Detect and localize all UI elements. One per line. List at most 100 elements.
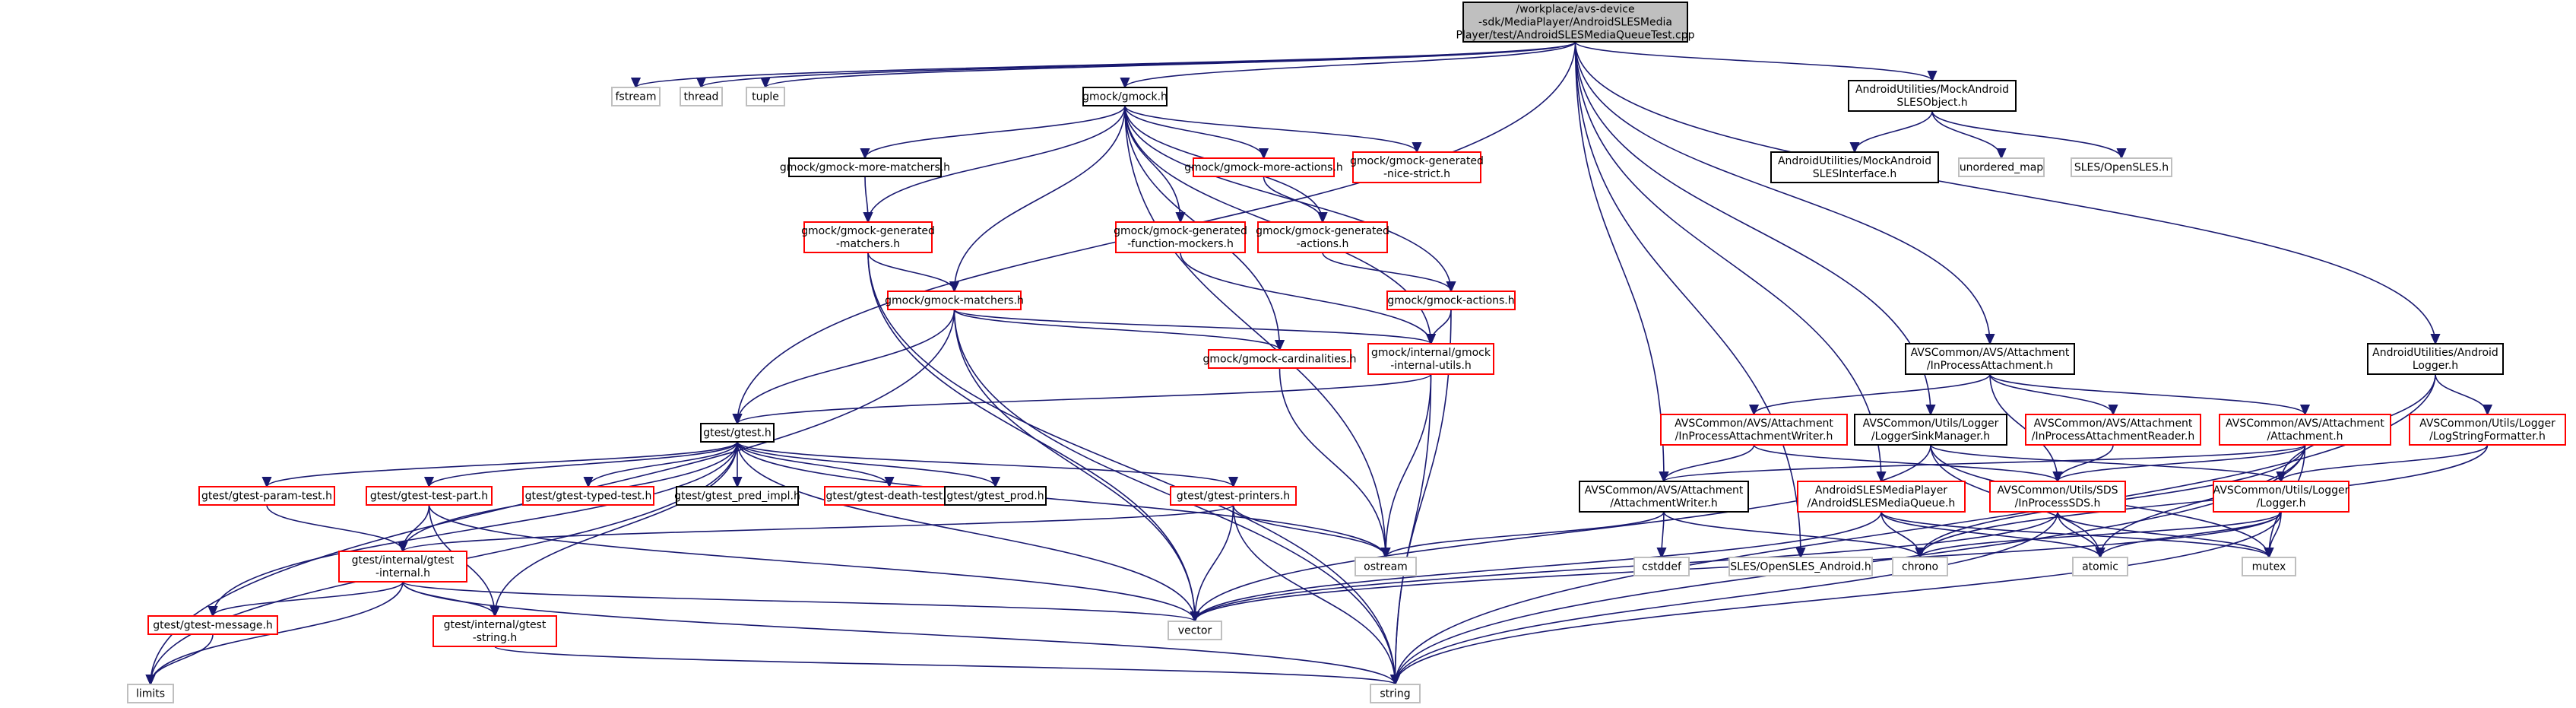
- edge-inprocess_attachment-to-inprocess_writer: [1754, 373, 1991, 414]
- node-label-line: /Attachment.h: [2267, 430, 2343, 443]
- node-label-line: gtest/gtest.h: [703, 427, 772, 439]
- edge-log_string_formatter-to-logger_h: [2281, 444, 2489, 481]
- node-box: [1386, 291, 1516, 310]
- edge-gmock_cardinalities-to-ostream: [1278, 367, 1386, 557]
- node-chrono: chrono: [1892, 557, 1948, 576]
- node-gtest-death-test[interactable]: gtest/gtest-death-test.h: [824, 486, 955, 506]
- edge-gmock_internal_utils-to-ostream: [1386, 373, 1432, 557]
- header-nodes: /workplace/avs-device-sdk/MediaPlayer/An…: [127, 2, 2566, 703]
- node-gtest-pred-impl[interactable]: gtest/gtest_pred_impl.h: [674, 486, 800, 506]
- node-gtest-test-part[interactable]: gtest/gtest-test-part.h: [366, 486, 493, 506]
- node-gmock-matchers[interactable]: gmock/gmock-matchers.h: [885, 291, 1024, 310]
- node-label-line: string: [1380, 687, 1410, 700]
- node-inprocess-reader[interactable]: AVSCommon/AVS/Attachment/InProcessAttach…: [2025, 414, 2201, 446]
- node-gtest-printers[interactable]: gtest/gtest-printers.h: [1170, 486, 1297, 506]
- node-label-line: Logger.h: [2413, 360, 2458, 372]
- node-inprocess-attachment[interactable]: AVSCommon/AVS/Attachment/InProcessAttach…: [1905, 343, 2075, 375]
- node-box: [788, 157, 942, 177]
- edge-gmock_h-to-gmock_more_actions: [1124, 105, 1264, 158]
- edge-gmock_gen_matchers-to-gmock_matchers: [867, 252, 955, 291]
- node-gmock-actions[interactable]: gmock/gmock-actions.h: [1386, 291, 1516, 310]
- node-log-string-formatter[interactable]: AVSCommon/Utils/Logger/LogStringFormatte…: [2409, 414, 2566, 446]
- node-gmock-cardinalities[interactable]: gmock/gmock-cardinalities.h: [1203, 349, 1357, 369]
- edge-attachment_writer-to-ostream: [1386, 511, 1665, 557]
- edge-gmock_matchers-to-gmock_cardinalities: [953, 309, 1280, 350]
- node-gmock-internal-utils[interactable]: gmock/internal/gmock-internal-utils.h: [1367, 343, 1494, 375]
- node-gtest-message[interactable]: gtest/gtest-message.h: [147, 615, 278, 635]
- node-gmock-h[interactable]: gmock/gmock.h: [1082, 87, 1168, 106]
- node-box: [611, 87, 661, 106]
- node-attachment-h[interactable]: AVSCommon/AVS/Attachment/Attachment.h: [2219, 414, 2391, 446]
- node-ostream: ostream: [1355, 557, 1417, 576]
- node-box: [1193, 157, 1335, 177]
- node-box: [746, 87, 785, 106]
- edge-gtest_internal-to-gtest_message: [213, 581, 404, 616]
- node-mutex: mutex: [2242, 557, 2296, 576]
- node-string: string: [1370, 684, 1421, 703]
- node-box: [2242, 557, 2296, 576]
- node-label-line: AndroidUtilities/MockAndroid: [1778, 155, 1931, 167]
- node-box: [1170, 486, 1297, 506]
- node-gmock-more-matchers[interactable]: gmock/gmock-more-matchers.h: [780, 157, 950, 177]
- edge-inprocess_sds-to-mutex: [2057, 511, 2269, 557]
- node-logger-sink-manager[interactable]: AVSCommon/Utils/Logger/LoggerSinkManager…: [1854, 414, 2007, 446]
- node-box: [338, 551, 467, 583]
- node-gmock-gen-matchers[interactable]: gmock/gmock-generated-matchers.h: [801, 221, 935, 253]
- node-box: [2409, 414, 2566, 446]
- node-label-line: -actions.h: [1297, 238, 1349, 250]
- node-gtest-prod[interactable]: gtest/gtest_prod.h: [944, 486, 1047, 506]
- node-label-line: gmock/gmock-more-matchers.h: [780, 161, 950, 173]
- node-gtest-typed-test[interactable]: gtest/gtest-typed-test.h: [522, 486, 654, 506]
- node-gtest-internal-string[interactable]: gtest/internal/gtest-string.h: [433, 615, 557, 647]
- edge-gtest_test_part-to-vector: [428, 504, 1196, 621]
- edge-logger_sink_manager-to-vector: [1195, 444, 1931, 621]
- edge-root-to-thread: [702, 41, 1576, 87]
- edge-gtest_h-to-gtest_internal_string: [495, 441, 738, 616]
- node-box: [1367, 343, 1494, 375]
- node-logger-h[interactable]: AVSCommon/Utils/Logger/Logger.h: [2213, 481, 2349, 513]
- node-label-line: /InProcessSDS.h: [2015, 497, 2101, 510]
- node-box: [1082, 87, 1168, 106]
- node-box: [2219, 414, 2391, 446]
- node-gtest-h[interactable]: gtest/gtest.h: [700, 423, 775, 443]
- node-limits: limits: [127, 684, 174, 703]
- node-label-line: AndroidSLESMediaPlayer: [1815, 484, 1947, 497]
- node-label-line: vector: [1178, 624, 1212, 637]
- node-gmock-gen-actions[interactable]: gmock/gmock-generated-actions.h: [1256, 221, 1389, 253]
- edge-gmock_h-to-gmock_nice_strict: [1124, 105, 1417, 152]
- node-gmock-more-actions[interactable]: gmock/gmock-more-actions.h: [1184, 157, 1343, 177]
- node-inprocess-sds[interactable]: AVSCommon/Utils/SDS/InProcessSDS.h: [1989, 481, 2126, 513]
- node-inprocess-writer[interactable]: AVSCommon/AVS/Attachment/InProcessAttach…: [1660, 414, 1848, 446]
- node-label-line: cstddef: [1642, 560, 1682, 573]
- node-gmock-nice-strict[interactable]: gmock/gmock-generated-nice-strict.h: [1350, 151, 1484, 183]
- node-tuple: tuple: [746, 87, 785, 106]
- edge-attachment_writer-to-cstddef: [1662, 511, 1664, 557]
- node-attachment-writer[interactable]: AVSCommon/AVS/Attachment/AttachmentWrite…: [1579, 481, 1749, 513]
- edge-gtest_h-to-gtest_param_test: [267, 441, 738, 487]
- edge-inprocess_sds-to-atomic: [2057, 511, 2100, 557]
- edge-gmock_matchers-to-vector: [953, 309, 1196, 621]
- node-gtest-param-test[interactable]: gtest/gtest-param-test.h: [198, 486, 335, 506]
- node-mock-sles-interface[interactable]: AndroidUtilities/MockAndroidSLESInterfac…: [1770, 151, 1939, 183]
- edge-sles_media_queue-to-mutex: [1881, 511, 2269, 557]
- node-gtest-internal[interactable]: gtest/internal/gtest-internal.h: [338, 551, 467, 583]
- node-unordered-map: unordered_map: [1958, 157, 2045, 177]
- edge-gmock_gen_matchers-to-string: [867, 252, 1396, 684]
- edge-gmock_h-to-gmock_matchers: [955, 105, 1126, 291]
- node-gmock-func-mockers[interactable]: gmock/gmock-generated-function-mockers.h: [1114, 221, 1247, 253]
- node-label-line: gmock/gmock.h: [1082, 90, 1168, 103]
- node-label-line: Player/test/AndroidSLESMediaQueueTest.cp…: [1456, 29, 1695, 41]
- edge-gtest_h-to-gtest_prod: [737, 441, 996, 487]
- edge-mock_sles_object-to-unordered_map: [1931, 110, 2001, 158]
- node-atomic: atomic: [2072, 557, 2128, 576]
- node-label-line: AndroidUtilities/Android: [2372, 347, 2498, 359]
- node-box: [1257, 221, 1388, 253]
- node-box: [944, 486, 1047, 506]
- node-root[interactable]: /workplace/avs-device-sdk/MediaPlayer/An…: [1456, 2, 1695, 43]
- edge-gmock_matchers-to-gtest_h: [737, 309, 955, 424]
- node-label-line: /InProcessAttachmentWriter.h: [1675, 430, 1833, 443]
- node-sles-media-queue[interactable]: AndroidSLESMediaPlayer/AndroidSLESMediaQ…: [1797, 481, 1966, 513]
